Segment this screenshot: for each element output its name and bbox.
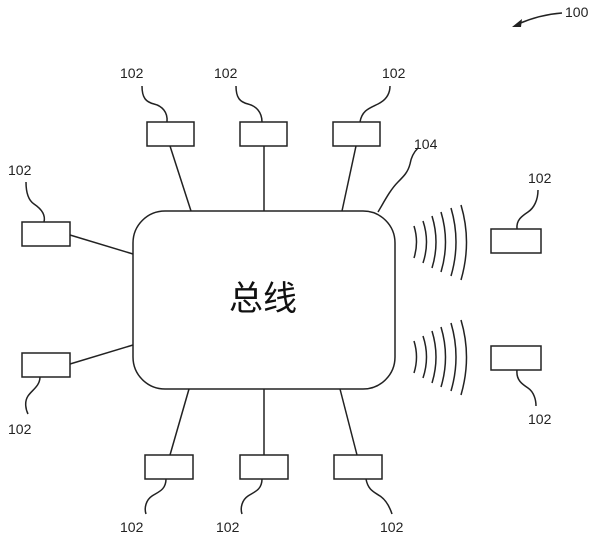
device-ref-label: 102 <box>214 65 238 81</box>
device-ref-label: 102 <box>120 519 144 535</box>
leader-line <box>25 181 46 223</box>
bus-label: 总线 <box>229 279 297 319</box>
device-box <box>490 345 542 371</box>
leader-line <box>144 478 167 515</box>
connector-line <box>169 388 190 456</box>
leader-line <box>516 369 537 407</box>
connector-line <box>341 145 357 212</box>
device-wireless-1: 102 <box>490 170 552 254</box>
bus-ref: 104 <box>377 136 438 213</box>
device-box <box>490 228 542 254</box>
device-box <box>146 121 195 147</box>
connector-line <box>339 388 358 456</box>
device-top-1: 102 <box>120 65 195 212</box>
device-ref-label: 102 <box>528 411 552 427</box>
leader-line <box>359 85 391 123</box>
device-top-2: 102 <box>214 65 288 211</box>
device-box <box>21 221 71 247</box>
connector-line <box>169 145 192 212</box>
device-box <box>332 121 381 147</box>
device-box <box>239 454 289 480</box>
device-ref-label: 102 <box>120 65 144 81</box>
connector-line <box>69 234 134 255</box>
device-ref-label: 102 <box>8 162 32 178</box>
device-box <box>333 454 383 480</box>
leader-line <box>24 376 41 415</box>
device-ref-label: 102 <box>528 170 552 186</box>
leader-line <box>365 478 393 515</box>
device-top-3: 102 <box>332 65 406 212</box>
leader-line <box>516 189 539 230</box>
figure-ref-label: 100 <box>565 4 589 20</box>
leader-line <box>240 478 263 515</box>
wireless-signal-upper <box>413 204 468 281</box>
leader-line <box>141 85 168 123</box>
leader-line <box>235 85 263 123</box>
arrow-head <box>512 19 522 27</box>
device-box <box>21 352 71 378</box>
device-ref-label: 102 <box>216 519 240 535</box>
device-ref-label: 102 <box>8 421 32 437</box>
device-box <box>144 454 194 480</box>
connector-line <box>69 344 134 365</box>
device-bottom-1: 102 <box>120 388 194 535</box>
bus-ref-label: 104 <box>414 136 438 152</box>
device-bottom-3: 102 <box>333 388 404 535</box>
device-ref-label: 102 <box>380 519 404 535</box>
device-wireless-2: 102 <box>490 345 552 427</box>
device-left-2: 102 <box>8 344 134 437</box>
device-bottom-2: 102 <box>216 389 289 535</box>
wireless-signal-lower <box>413 319 468 396</box>
device-ref-label: 102 <box>382 65 406 81</box>
figure-ref: 100 <box>512 4 589 27</box>
device-left-1: 102 <box>8 162 134 255</box>
device-box <box>239 121 288 147</box>
